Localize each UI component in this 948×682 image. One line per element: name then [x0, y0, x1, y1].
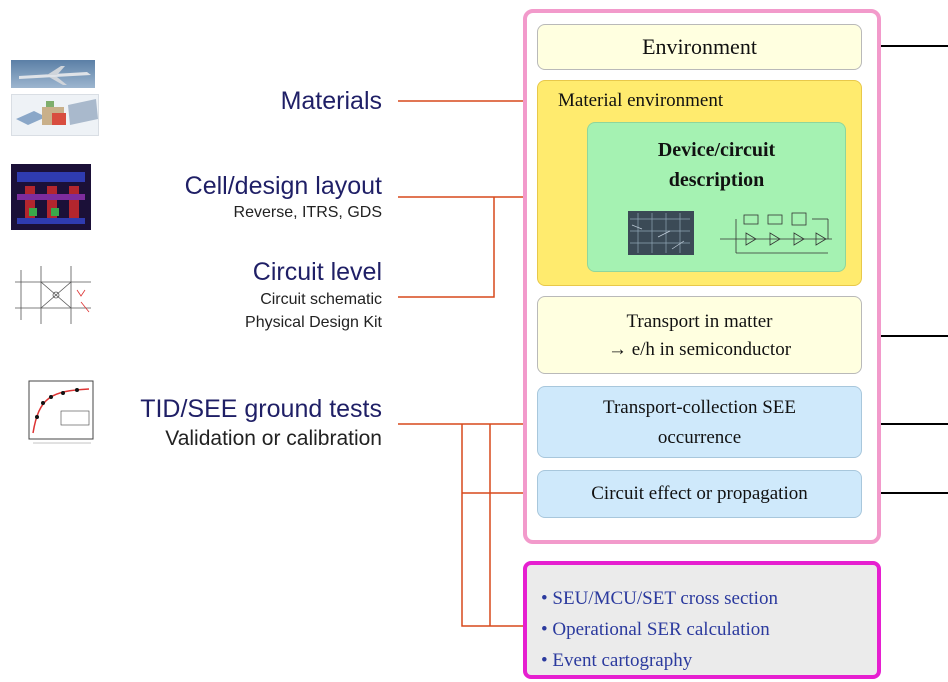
- collection-label-2: occurrence: [657, 427, 742, 448]
- circuit-effect-box: Circuit effect or propagation: [537, 470, 862, 518]
- environment-label: Environment: [642, 34, 757, 59]
- ground-tests-sublabel: Validation or calibration: [165, 427, 382, 450]
- transport-label-2: → e/h in semiconductor: [607, 339, 792, 360]
- ground-tests-branch: [461, 424, 537, 631]
- outputs-box: • SEU/MCU/SET cross section • Operationa…: [523, 561, 881, 679]
- graph-thumbnail: [11, 377, 97, 451]
- cell-layout-sublabel: Reverse, ITRS, GDS: [233, 204, 382, 221]
- environment-box: Environment: [537, 24, 862, 70]
- device-description-box: Device/circuit description: [587, 122, 846, 272]
- satellite-thumbnail: [11, 94, 99, 136]
- collection-box: Transport-collection SEE occurrence: [537, 386, 862, 458]
- circuit-level-label: Circuit level: [252, 258, 382, 286]
- circuit-effect-label: Circuit effect or propagation: [591, 483, 808, 504]
- block-diagram-image: [716, 209, 836, 261]
- output-item: • Event cartography: [541, 650, 693, 671]
- device-description-title-1: Device/circuit: [657, 139, 776, 161]
- airplane-thumbnail: [11, 60, 95, 88]
- circuit-level-sublabel-2: Physical Design Kit: [245, 314, 382, 331]
- micrograph-image: [628, 211, 694, 255]
- device-description-title-2: description: [668, 169, 765, 191]
- transport-label-1: Transport in matter: [626, 311, 773, 332]
- circuit-level-sublabel-1: Circuit schematic: [260, 291, 382, 308]
- material-environment-label: Material environment: [558, 90, 724, 111]
- schematic-thumbnail: [11, 262, 97, 328]
- transport-box: Transport in matter → e/h in semiconduct…: [537, 296, 862, 374]
- cell-layout-label: Cell/design layout: [184, 172, 382, 200]
- ground-tests-label: TID/SEE ground tests: [140, 395, 382, 423]
- layout-thumbnail: [11, 164, 91, 230]
- materials-label: Materials: [280, 87, 382, 115]
- output-item: • SEU/MCU/SET cross section: [541, 588, 778, 609]
- output-item: • Operational SER calculation: [541, 619, 770, 640]
- circuit-level-connector: [398, 197, 495, 298]
- collection-label-1: Transport-collection SEE: [603, 397, 796, 418]
